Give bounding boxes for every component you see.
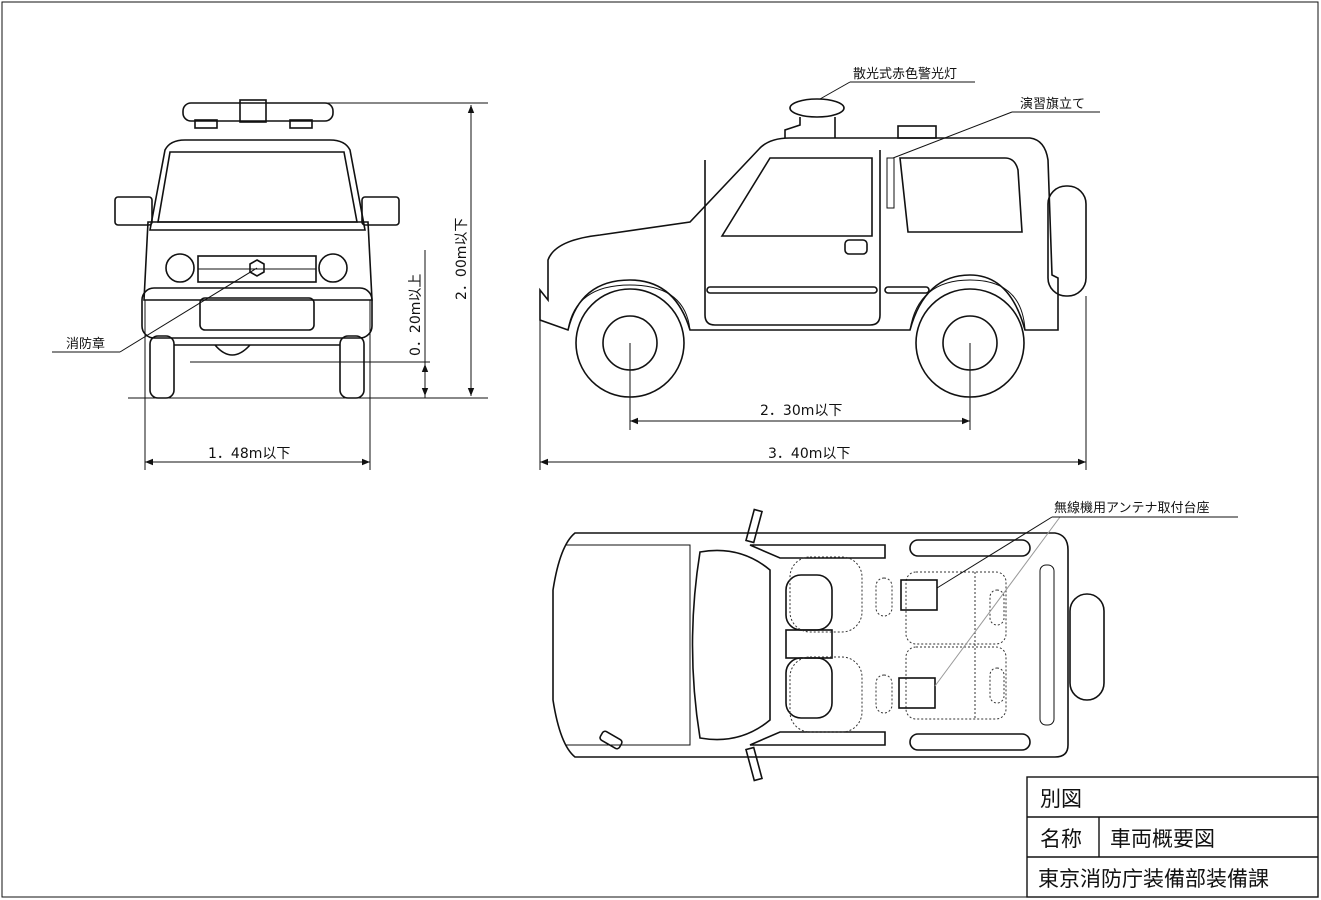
height-dim: 2．00m以下 xyxy=(454,218,470,300)
fire-emblem-label: 消防章 xyxy=(66,336,105,352)
flag-stand-label: 演習旗立て xyxy=(1020,96,1085,112)
wheelbase-dim: 2．30m以下 xyxy=(760,403,842,419)
warning-light-label: 散光式赤色警光灯 xyxy=(853,66,957,82)
antenna-mount-front xyxy=(900,579,938,611)
name-value: 車両概要図 xyxy=(1110,827,1215,851)
sheet-label: 別図 xyxy=(1040,787,1082,811)
front-width-dim: 1．48m以下 xyxy=(208,446,290,462)
title-block xyxy=(1026,776,1319,898)
department-label: 東京消防庁装備部装備課 xyxy=(1038,867,1269,891)
ground-clearance-dim: 0．20m以上 xyxy=(408,274,424,356)
fire-emblem-icon xyxy=(249,259,265,277)
front-view xyxy=(52,99,488,470)
side-view xyxy=(539,81,1100,470)
antenna-mount-label: 無線機用アンテナ取付台座 xyxy=(1054,500,1209,516)
light-bar xyxy=(182,102,334,122)
top-view xyxy=(552,508,1238,782)
name-label: 名称 xyxy=(1040,827,1082,851)
length-dim: 3．40m以下 xyxy=(768,446,850,462)
antenna-mount-rear xyxy=(898,677,936,709)
